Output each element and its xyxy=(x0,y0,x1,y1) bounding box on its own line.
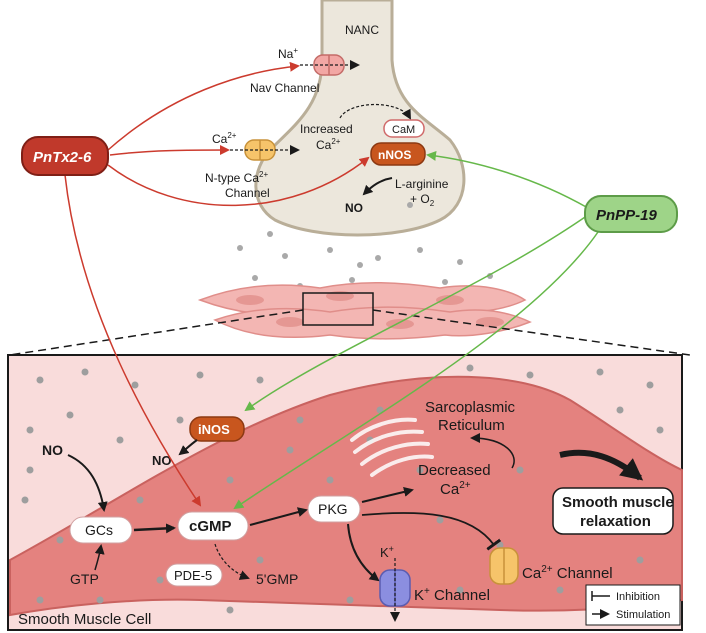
larginine-to-no-arrow xyxy=(362,177,393,196)
ntype-channel-label-2: Channel xyxy=(225,186,270,200)
smooth-muscle-tissue xyxy=(197,282,532,340)
pntx-arrows xyxy=(64,61,370,507)
decreased-ca-label: Decreased xyxy=(418,462,491,479)
k-channel-label: K+ Channel xyxy=(414,586,490,604)
legend-stimulation-label: Stimulation xyxy=(616,609,670,621)
gcs-pill xyxy=(69,516,133,544)
sr-label-2: Reticulum xyxy=(438,417,505,434)
ca-top-label: Ca2+ xyxy=(212,131,237,146)
pkg-inhibits-ca-channel xyxy=(361,512,502,551)
gcs-label: GCs xyxy=(85,522,113,538)
pkg-to-decreased-ca-arrow xyxy=(361,487,414,503)
zoom-box xyxy=(302,292,374,326)
nnos-badge xyxy=(370,142,426,166)
5gmp-label: 5'GMP xyxy=(256,571,298,587)
cam-badge xyxy=(383,119,425,138)
no-inos-label: NO xyxy=(152,453,172,468)
nav-channel-icon xyxy=(300,54,360,76)
nav-channel-label: Nav Channel xyxy=(250,81,319,95)
no-left-label: NO xyxy=(42,442,63,458)
ca-channel-label: Ca2+ Channel xyxy=(522,564,613,582)
inos-to-no-arrow xyxy=(178,439,198,456)
cam-label: CaM xyxy=(392,124,415,136)
sr-label-1: Sarcoplasmic xyxy=(425,399,516,416)
no-to-gcs-arrow xyxy=(67,454,108,512)
pntx-label: PnTx2-6 xyxy=(33,149,92,166)
na-label: Na+ xyxy=(278,46,298,61)
pnpp-arrows xyxy=(233,150,599,510)
no-neuron-label: NO xyxy=(345,201,363,215)
increased-ca-ion: Ca2+ xyxy=(316,137,341,152)
k-channel-icon xyxy=(379,558,411,622)
inos-badge xyxy=(189,416,245,442)
decreased-ca-ion: Ca2+ xyxy=(440,480,471,498)
pntx-badge xyxy=(21,136,109,176)
relaxation-label-1: Smooth muscle xyxy=(562,494,674,511)
pde5-pill xyxy=(165,563,223,587)
cgmp-to-pkg-arrow xyxy=(249,507,308,526)
gtp-label: GTP xyxy=(70,571,99,587)
pkg-pill xyxy=(307,495,361,523)
nnos-label: nNOS xyxy=(378,148,411,162)
sarcoplasmic-reticulum-icon xyxy=(350,417,434,477)
cgmp-label: cGMP xyxy=(189,518,232,535)
increased-ca-label: Increased xyxy=(300,122,353,136)
pnpp-badge xyxy=(584,195,678,233)
ntype-channel-label: N-type Ca2+ xyxy=(205,170,268,185)
gcs-to-cgmp-arrow xyxy=(133,523,176,534)
decreased-ca-to-sr-arrow xyxy=(470,433,515,469)
k-ion-label: K+ xyxy=(380,544,394,560)
inos-label: iNOS xyxy=(198,422,230,437)
nanc-label: NANC xyxy=(345,23,379,37)
pkg-label: PKG xyxy=(318,501,348,517)
larginine-label: L-arginine xyxy=(395,177,449,191)
pkg-to-k-channel-arrow xyxy=(347,523,380,582)
smooth-muscle-cell-label: Smooth Muscle Cell xyxy=(18,611,151,628)
relaxation-arrow xyxy=(559,449,644,481)
relaxation-label-2: relaxation xyxy=(580,513,651,530)
zoom-line-left xyxy=(9,309,304,356)
ca-to-cam-arrow xyxy=(339,103,411,120)
gtp-to-gcs-arrow xyxy=(94,544,105,571)
pnpp-label: PnPP-19 xyxy=(596,207,658,224)
pde5-label: PDE-5 xyxy=(174,568,212,583)
nerve-terminal xyxy=(254,0,466,237)
legend-inhibition-label: Inhibition xyxy=(616,591,660,603)
relaxation-box xyxy=(552,487,674,535)
cgmp-pill xyxy=(177,511,249,541)
ca-channel-icon xyxy=(489,547,519,585)
ntype-channel-icon xyxy=(230,139,300,161)
zoom-line-right xyxy=(372,309,691,356)
larginine-o2: + O2 xyxy=(410,192,435,208)
